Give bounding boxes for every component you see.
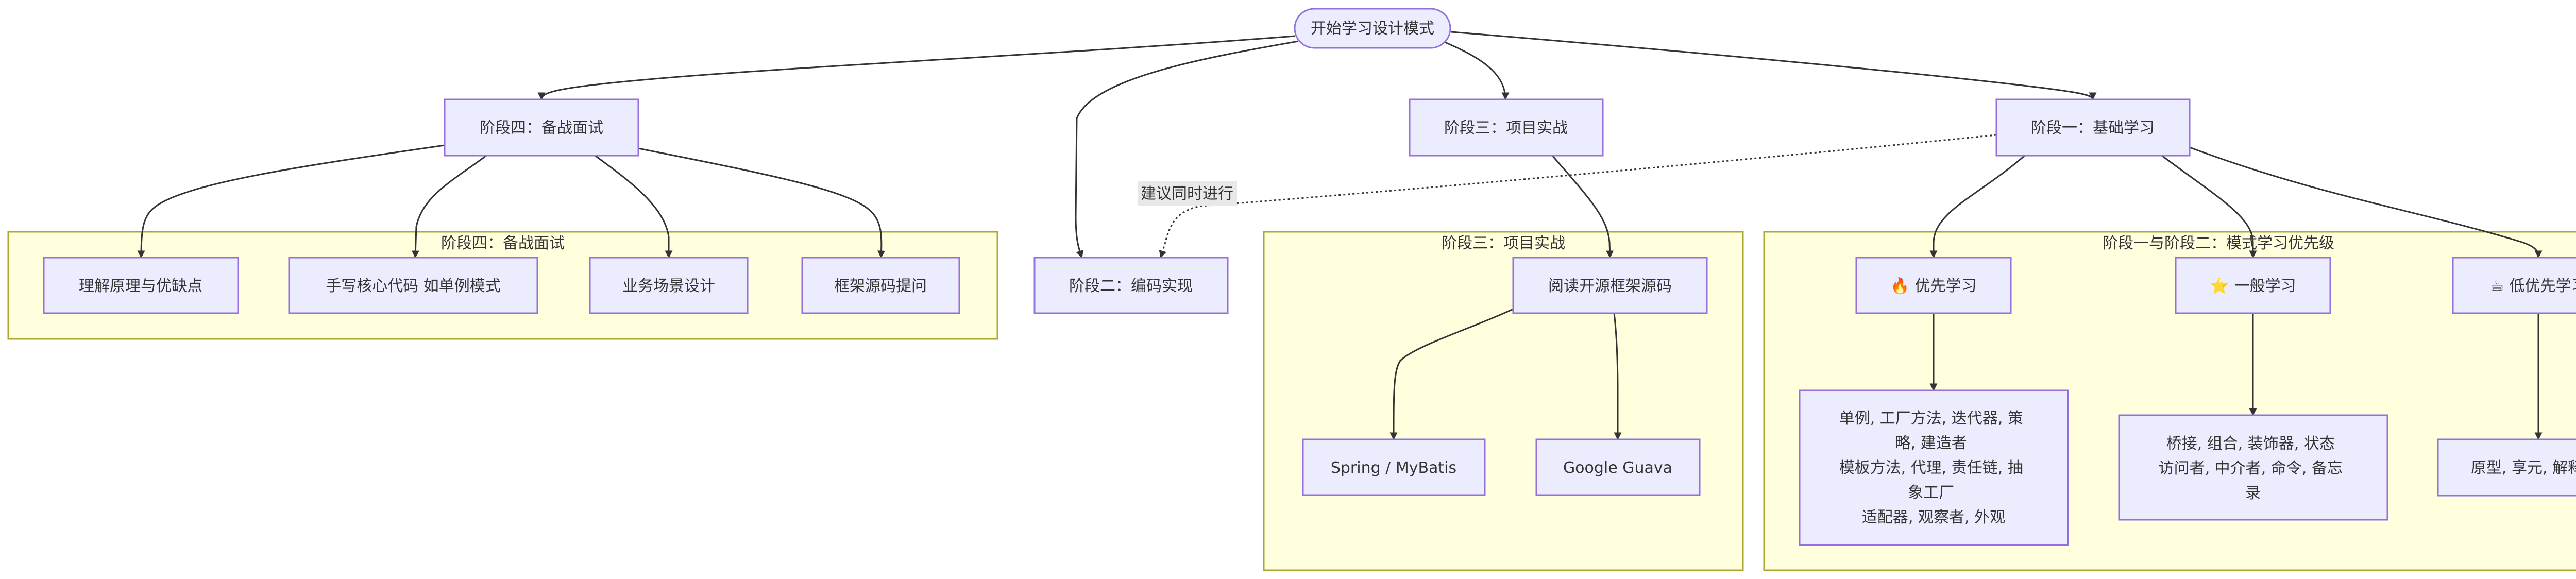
edge-phase4-i4 <box>638 147 886 259</box>
project-node-guava[interactable]: Google Guava <box>1535 438 1701 496</box>
fire-icon: 🔥 <box>1890 277 1909 295</box>
patterns-low[interactable]: 原型, 享元, 解释器 <box>2437 438 2576 497</box>
patterns-low-text: 原型, 享元, 解释器 <box>2471 459 2576 477</box>
phase1-node[interactable]: 阶段一：基础学习 <box>1995 98 2191 157</box>
phase4-node[interactable]: 阶段四：备战面试 <box>444 98 639 157</box>
node-label: Spring / MyBatis <box>1331 459 1456 477</box>
start-node[interactable]: 开始学习设计模式 <box>1294 8 1451 49</box>
interview-node-scenario[interactable]: 业务场景设计 <box>589 257 749 314</box>
edges: 建议同时进行 <box>137 31 2543 440</box>
phase3-node-label: 阶段三：项目实战 <box>1444 119 1568 137</box>
patterns-mid[interactable]: 桥接, 组合, 装饰器, 状态 访问者, 中介者, 命令, 备忘 录 <box>2118 414 2388 521</box>
subgraph-priority-title: 阶段一与阶段二：模式学习优先级 <box>2103 234 2334 252</box>
node-label: ☕低优先学习 <box>2490 277 2576 295</box>
edge-phase1-phase2-dotted <box>1159 134 1997 259</box>
edge-p1-p3 <box>1613 313 1622 440</box>
start-node-label: 开始学习设计模式 <box>1311 20 1434 38</box>
edge-phase1-high <box>1929 155 2025 259</box>
node-label: 业务场景设计 <box>622 277 715 295</box>
node-label: 框架源码提问 <box>834 277 927 295</box>
interview-node-framework[interactable]: 框架源码提问 <box>801 257 960 314</box>
node-label: 🔥优先学习 <box>1890 277 1976 295</box>
edge-label: 建议同时进行 <box>1138 181 1237 206</box>
edge-phase1-mid <box>2161 155 2257 259</box>
priority-node-mid[interactable]: ⭐一般学习 <box>2175 257 2331 314</box>
project-node-read-source[interactable]: 阅读开源框架源码 <box>1512 257 1708 314</box>
subgraph-interview-title: 阶段四：备战面试 <box>441 234 565 252</box>
subgraph-project-title: 阶段三：项目实战 <box>1442 234 1565 252</box>
coffee-icon: ☕ <box>2490 277 2504 295</box>
edge-label-text: 建议同时进行 <box>1141 185 1233 203</box>
patterns-high-text: 单例, 工厂方法, 迭代器, 策 略, 建造者 模板方法, 代理, 责任链, 抽… <box>1839 410 2028 526</box>
project-node-spring[interactable]: Spring / MyBatis <box>1302 438 1486 496</box>
node-label: 阅读开源框架源码 <box>1548 277 1672 295</box>
phase4-node-label: 阶段四：备战面试 <box>480 119 603 137</box>
node-label: Google Guava <box>1563 459 1672 477</box>
edge-phase4-i3 <box>595 155 673 259</box>
phase2-node-label: 阶段二：编码实现 <box>1069 277 1193 295</box>
patterns-high[interactable]: 单例, 工厂方法, 迭代器, 策 略, 建造者 模板方法, 代理, 责任链, 抽… <box>1799 389 2069 546</box>
star-icon: ⭐ <box>2210 277 2229 295</box>
patterns-mid-text: 桥接, 组合, 装饰器, 状态 访问者, 中介者, 命令, 备忘 录 <box>2159 435 2348 502</box>
edge-phase4-i2 <box>411 155 487 259</box>
edge-start-phase3 <box>1442 40 1510 100</box>
edge-phase3-p1 <box>1551 155 1614 259</box>
edge-phase1-low <box>2189 146 2543 259</box>
priority-node-low[interactable]: ☕低优先学习 <box>2452 257 2576 314</box>
node-label: 手写核心代码 如单例模式 <box>326 277 501 295</box>
phase1-node-label: 阶段一：基础学习 <box>2031 119 2155 137</box>
edge-start-phase2 <box>1075 40 1299 259</box>
phase3-node[interactable]: 阶段三：项目实战 <box>1409 98 1604 157</box>
interview-node-principles[interactable]: 理解原理与优缺点 <box>43 257 239 314</box>
phase2-node[interactable]: 阶段二：编码实现 <box>1033 257 1229 314</box>
node-label: 理解原理与优缺点 <box>79 277 202 295</box>
node-label: ⭐一般学习 <box>2210 277 2296 295</box>
edge-start-phase4 <box>537 35 1295 100</box>
priority-node-high[interactable]: 🔥优先学习 <box>1855 257 2012 314</box>
edge-p1-p2 <box>1389 308 1514 440</box>
interview-node-handwrite[interactable]: 手写核心代码 如单例模式 <box>288 257 538 314</box>
edge-phase4-i1 <box>137 144 445 259</box>
edge-start-phase1 <box>1451 31 2097 100</box>
